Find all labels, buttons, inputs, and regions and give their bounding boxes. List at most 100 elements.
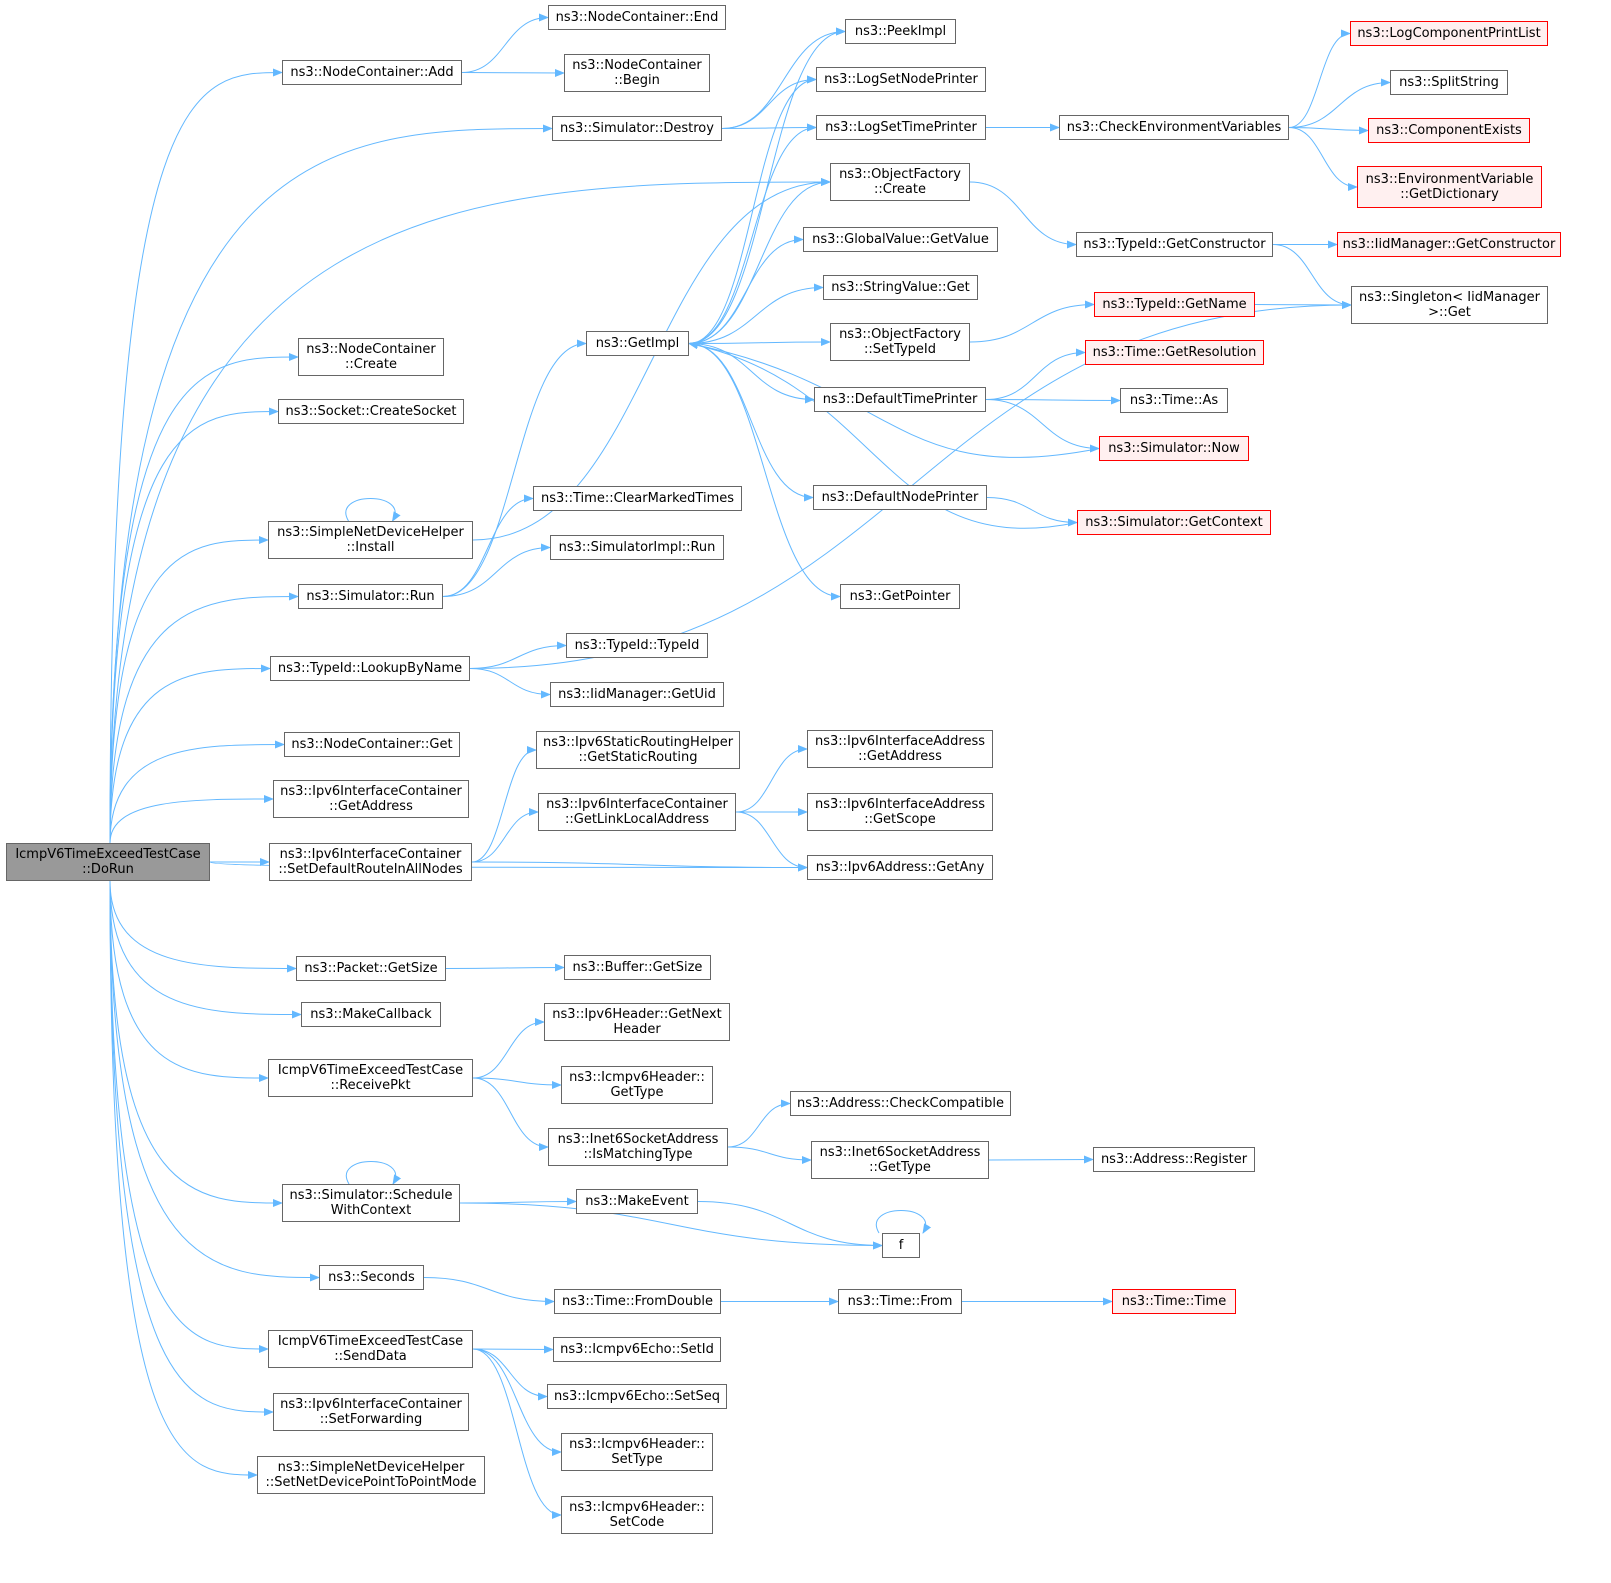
- call-edge: [1288, 127, 1358, 191]
- node-time-fromdouble[interactable]: ns3::Time::FromDouble: [554, 1289, 721, 1314]
- node-label-line: ns3::Address::Register: [1100, 1152, 1248, 1167]
- node-icmp-settype[interactable]: ns3::Icmpv6Header::SetType: [561, 1433, 713, 1471]
- node-tid-ctor[interactable]: ns3::TypeId::GetConstructor: [1076, 232, 1273, 257]
- node-of-create[interactable]: ns3::ObjectFactory::Create: [830, 163, 970, 201]
- node-make-event[interactable]: ns3::MakeEvent: [576, 1189, 698, 1214]
- node-nc-add[interactable]: ns3::NodeContainer::Add: [282, 60, 462, 85]
- node-nc-get[interactable]: ns3::NodeContainer::Get: [284, 732, 460, 757]
- node-time-time[interactable]: ns3::Time::Time: [1112, 1289, 1236, 1314]
- node-def-time[interactable]: ns3::DefaultTimePrinter: [814, 387, 986, 412]
- node-sock-create[interactable]: ns3::Socket::CreateSocket: [278, 399, 464, 424]
- node-log-node[interactable]: ns3::LogSetNodePrinter: [816, 67, 986, 92]
- node-make-cb[interactable]: ns3::MakeCallback: [301, 1002, 441, 1027]
- node-peek-impl[interactable]: ns3::PeekImpl: [845, 19, 956, 44]
- node-check-env[interactable]: ns3::CheckEnvironmentVariables: [1059, 115, 1289, 140]
- call-edge: [735, 745, 808, 813]
- call-edge: [109, 353, 299, 844]
- node-time-res[interactable]: ns3::Time::GetResolution: [1085, 340, 1264, 365]
- call-edge: [985, 348, 1086, 400]
- node-sv-get[interactable]: ns3::StringValue::Get: [823, 275, 978, 300]
- node-sim-now[interactable]: ns3::Simulator::Now: [1099, 436, 1249, 461]
- node-nc-end[interactable]: ns3::NodeContainer::End: [548, 5, 726, 30]
- node-f[interactable]: f: [882, 1233, 920, 1258]
- node-i6sa-match[interactable]: ns3::Inet6SocketAddress::IsMatchingType: [548, 1128, 728, 1166]
- node-iid-ctor[interactable]: ns3::IidManager::GetConstructor: [1337, 232, 1561, 257]
- node-label-line: ns3::Address::CheckCompatible: [796, 1096, 1005, 1111]
- node-time-clear[interactable]: ns3::Time::ClearMarkedTimes: [533, 486, 742, 511]
- call-edge: [109, 880, 258, 1479]
- node-log-time[interactable]: ns3::LogSetTimePrinter: [816, 115, 986, 140]
- node-env-dict[interactable]: ns3::EnvironmentVariable::GetDictionary: [1357, 166, 1542, 208]
- node-tid-tid[interactable]: ns3::TypeId::TypeId: [566, 633, 708, 658]
- node-label-line: ns3::IidManager::GetUid: [558, 687, 716, 702]
- node-sim-destroy[interactable]: ns3::Simulator::Destroy: [552, 116, 722, 141]
- node-simimpl-run[interactable]: ns3::SimulatorImpl::Run: [550, 535, 724, 560]
- node-addr-compat[interactable]: ns3::Address::CheckCompatible: [790, 1091, 1011, 1116]
- node-addr-reg[interactable]: ns3::Address::Register: [1093, 1147, 1255, 1172]
- call-edge: [345, 1161, 402, 1185]
- node-sndh-install[interactable]: ns3::SimpleNetDeviceHelper::Install: [268, 521, 473, 559]
- node-getimpl[interactable]: ns3::GetImpl: [586, 331, 689, 356]
- node-i6ia-getaddr[interactable]: ns3::Ipv6InterfaceAddress::GetAddress: [807, 730, 993, 768]
- node-sim-ctx[interactable]: ns3::Simulator::GetContext: [1077, 510, 1271, 535]
- call-edge: [109, 592, 299, 844]
- node-iic-setfwd[interactable]: ns3::Ipv6InterfaceContainer::SetForwardi…: [273, 1393, 469, 1431]
- node-label-line: ns3::TypeId::GetConstructor: [1083, 237, 1266, 252]
- node-label-line: ns3::LogSetNodePrinter: [824, 72, 978, 87]
- call-edge: [109, 68, 283, 844]
- node-label-line: ::DoRun: [82, 862, 134, 877]
- node-time-as[interactable]: ns3::Time::As: [1120, 388, 1228, 413]
- node-nc-begin[interactable]: ns3::NodeContainer::Begin: [564, 54, 710, 92]
- node-nc-create[interactable]: ns3::NodeContainer::Create: [298, 338, 444, 376]
- node-def-node[interactable]: ns3::DefaultNodePrinter: [813, 485, 987, 510]
- node-i6a-any[interactable]: ns3::Ipv6Address::GetAny: [807, 855, 993, 880]
- node-gv-get[interactable]: ns3::GlobalValue::GetValue: [803, 227, 998, 252]
- node-iic-getaddr[interactable]: ns3::Ipv6InterfaceContainer::GetAddress: [273, 780, 469, 818]
- node-icmp-setcode[interactable]: ns3::Icmpv6Header::SetCode: [561, 1496, 713, 1534]
- node-singleton[interactable]: ns3::Singleton< IidManager>::Get: [1351, 286, 1548, 324]
- node-sndh-p2p[interactable]: ns3::SimpleNetDeviceHelper::SetNetDevice…: [257, 1456, 485, 1494]
- node-label-line: ns3::PeekImpl: [854, 24, 947, 39]
- call-edge: [688, 283, 824, 344]
- call-edge: [469, 668, 551, 699]
- node-tid-name[interactable]: ns3::TypeId::GetName: [1094, 292, 1255, 317]
- node-split[interactable]: ns3::SplitString: [1390, 70, 1508, 95]
- node-label-line: ns3::Singleton< IidManager: [1358, 290, 1540, 305]
- node-pkt-size[interactable]: ns3::Packet::GetSize: [296, 956, 446, 981]
- node-label-line: SetType: [611, 1452, 663, 1467]
- node-label-line: ns3::Packet::GetSize: [304, 961, 438, 976]
- node-label-line: ns3::Socket::CreateSocket: [285, 404, 457, 419]
- node-i6ia-scope[interactable]: ns3::Ipv6InterfaceAddress::GetScope: [807, 793, 993, 831]
- node-time-from[interactable]: ns3::Time::From: [838, 1289, 962, 1314]
- node-label-line: Header: [613, 1022, 661, 1037]
- node-echo-setid[interactable]: ns3::Icmpv6Echo::SetId: [553, 1337, 721, 1362]
- call-edge: [109, 880, 274, 1416]
- node-label-line: ns3::Time::Time: [1121, 1294, 1227, 1309]
- node-icmp-gettype[interactable]: ns3::Icmpv6Header::GetType: [561, 1066, 713, 1104]
- node-log-cpl[interactable]: ns3::LogComponentPrintList: [1350, 21, 1548, 46]
- node-seconds[interactable]: ns3::Seconds: [319, 1265, 424, 1290]
- node-iic-setdef[interactable]: ns3::Ipv6InterfaceContainer::SetDefaultR…: [269, 843, 472, 881]
- node-iic-ll[interactable]: ns3::Ipv6InterfaceContainer::GetLinkLoca…: [538, 793, 736, 831]
- node-label-line: ::GetAddress: [858, 749, 942, 764]
- node-comp-exists[interactable]: ns3::ComponentExists: [1368, 118, 1530, 143]
- node-of-settid[interactable]: ns3::ObjectFactory::SetTypeId: [830, 323, 970, 361]
- node-label-line: ::IsMatchingType: [583, 1147, 693, 1162]
- node-label-line: ns3::GetPointer: [849, 589, 951, 604]
- node-iid-getuid[interactable]: ns3::IidManager::GetUid: [550, 682, 724, 707]
- node-send-data[interactable]: IcmpV6TimeExceedTestCase::SendData: [268, 1330, 473, 1368]
- call-edge: [109, 880, 297, 973]
- call-edge: [471, 861, 808, 872]
- node-echo-setseq[interactable]: ns3::Icmpv6Echo::SetSeq: [547, 1384, 727, 1409]
- node-i6srh[interactable]: ns3::Ipv6StaticRoutingHelper::GetStaticR…: [536, 731, 740, 769]
- node-label-line: ns3::Ipv6InterfaceContainer: [280, 1397, 462, 1412]
- node-tid-lookup[interactable]: ns3::TypeId::LookupByName: [270, 656, 470, 681]
- node-get-ptr[interactable]: ns3::GetPointer: [840, 584, 960, 609]
- node-sim-run[interactable]: ns3::Simulator::Run: [298, 584, 443, 609]
- node-buf-size[interactable]: ns3::Buffer::GetSize: [564, 955, 711, 980]
- node-i6sa-type[interactable]: ns3::Inet6SocketAddress::GetType: [811, 1141, 989, 1179]
- node-recv-pkt[interactable]: IcmpV6TimeExceedTestCase::ReceivePkt: [268, 1059, 473, 1097]
